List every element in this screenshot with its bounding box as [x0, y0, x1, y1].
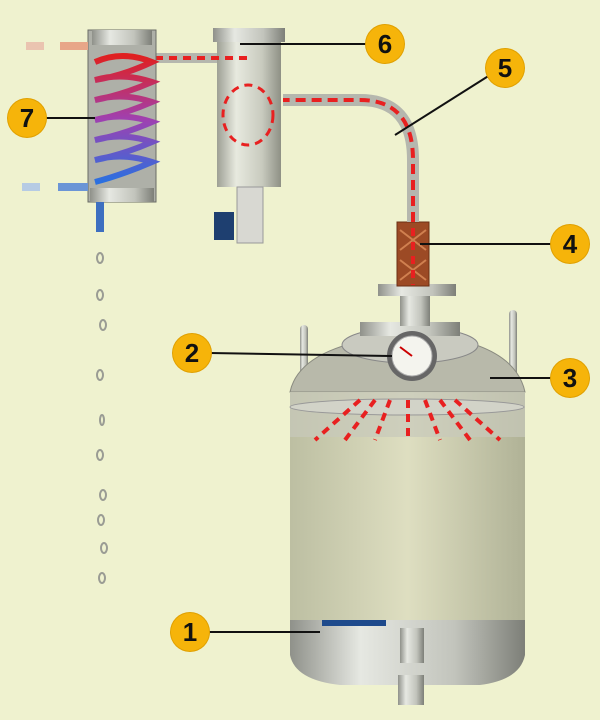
- water-level-indicator: [322, 620, 386, 626]
- callout-2: 2: [173, 334, 211, 372]
- callout-4: 4: [551, 225, 589, 263]
- steam-pipe: [283, 94, 419, 222]
- drain-valve: [400, 628, 424, 663]
- callout-5: 5: [486, 49, 524, 87]
- thermometer: [387, 331, 437, 381]
- condenser: [22, 29, 161, 232]
- callout-6: 6: [366, 25, 404, 63]
- leader-lines: [45, 43, 552, 633]
- callout-3: 3: [551, 359, 589, 397]
- dephlegmator: [213, 28, 285, 244]
- callout-1: 1: [171, 613, 209, 651]
- distillate-drops: [96, 252, 108, 584]
- copper-column: [396, 221, 430, 287]
- vapor-rays: [313, 398, 502, 442]
- callout-7: 7: [8, 99, 46, 137]
